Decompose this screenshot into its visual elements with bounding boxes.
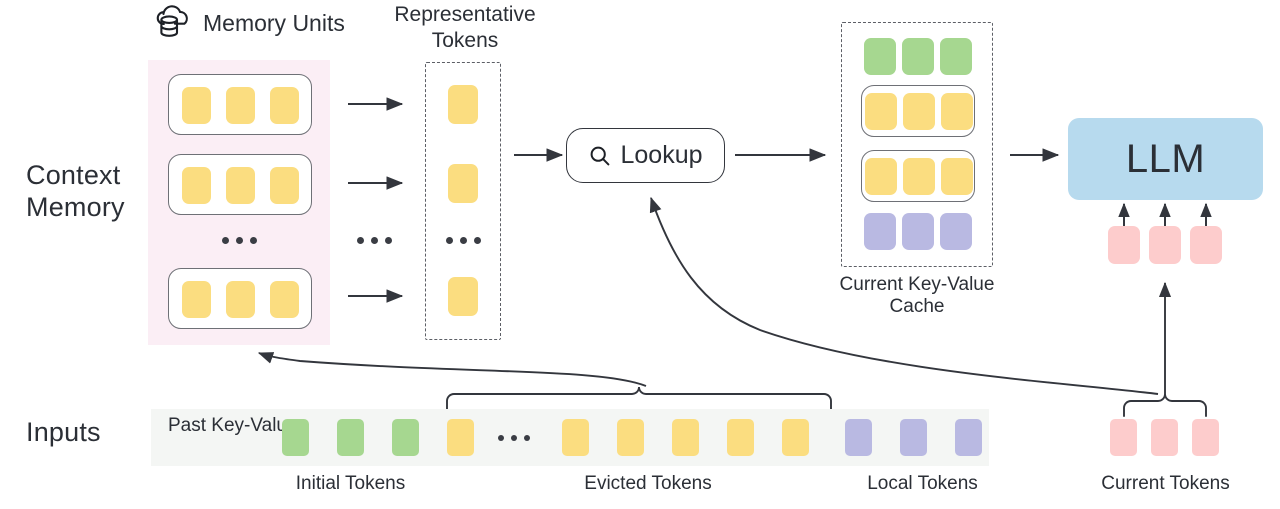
context-memory-row-label: Context Memory xyxy=(26,160,125,222)
llm-label: LLM xyxy=(1125,136,1206,181)
memory-token xyxy=(270,87,299,124)
current-kv-cache-container xyxy=(841,22,993,267)
caption-initial-tokens: Initial Tokens xyxy=(295,473,406,494)
cache-token-retrieved xyxy=(865,93,897,130)
representative-token xyxy=(448,164,478,203)
lookup-button[interactable]: Lookup xyxy=(566,128,725,183)
input-token-evicted xyxy=(562,419,589,456)
memory-unit[interactable] xyxy=(168,74,312,135)
input-token-local xyxy=(900,419,927,456)
representative-tokens-ellipsis xyxy=(446,237,481,244)
memory-units-label: Memory Units xyxy=(203,10,345,37)
cloud-database-icon xyxy=(152,4,194,44)
memory-arrow-column-ellipsis xyxy=(357,237,392,244)
input-token-local xyxy=(955,419,982,456)
cache-token-retrieved xyxy=(941,158,973,195)
evicted-to-context-memory-curve xyxy=(257,352,647,387)
memory-units-header: Memory Units xyxy=(152,4,345,44)
input-token-current xyxy=(1110,419,1137,456)
inputs-row-label: Inputs xyxy=(26,417,101,447)
memory-unit[interactable] xyxy=(168,154,312,215)
input-token-initial xyxy=(282,419,309,456)
caption-evicted-tokens: Evicted Tokens xyxy=(584,473,712,494)
input-token-evicted xyxy=(782,419,809,456)
memory-token xyxy=(182,167,211,204)
cache-token-retrieved xyxy=(903,158,935,195)
cache-retrieved-unit[interactable] xyxy=(861,85,975,137)
input-token-evicted xyxy=(672,419,699,456)
memory-to-representative-arrows xyxy=(348,97,404,303)
representative-token xyxy=(448,277,478,316)
memory-token xyxy=(270,281,299,318)
llm-input-token xyxy=(1108,226,1140,264)
llm-input-token xyxy=(1149,226,1181,264)
input-token-current xyxy=(1151,419,1178,456)
input-token-evicted xyxy=(727,419,754,456)
cache-token-local xyxy=(864,213,896,250)
current-tokens-bracket xyxy=(1123,393,1207,417)
memory-units-ellipsis xyxy=(222,237,257,244)
memory-token xyxy=(226,281,255,318)
input-token-initial xyxy=(392,419,419,456)
magnifier-icon xyxy=(588,144,612,168)
cache-token-initial xyxy=(902,38,934,75)
caption-local-tokens: Local Tokens xyxy=(867,473,978,494)
lookup-label: Lookup xyxy=(620,141,703,169)
caption-current-tokens: Current Tokens xyxy=(1101,473,1230,494)
cache-token-initial xyxy=(940,38,972,75)
evicted-tokens-ellipsis xyxy=(498,435,530,441)
input-token-local xyxy=(845,419,872,456)
input-token-current xyxy=(1192,419,1219,456)
memory-unit[interactable] xyxy=(168,268,312,329)
cache-token-initial xyxy=(864,38,896,75)
cache-token-local xyxy=(902,213,934,250)
input-token-evicted xyxy=(617,419,644,456)
representative-token xyxy=(448,85,478,124)
cache-token-retrieved xyxy=(903,93,935,130)
cache-token-retrieved xyxy=(865,158,897,195)
representative-tokens-container xyxy=(425,62,501,340)
memory-token xyxy=(226,87,255,124)
past-key-value-label: Past Key-Value xyxy=(168,415,298,436)
evicted-tokens-bracket xyxy=(446,386,832,410)
input-token-initial xyxy=(337,419,364,456)
cache-retrieved-unit[interactable] xyxy=(861,150,975,202)
llm-block[interactable]: LLM xyxy=(1068,118,1263,200)
cache-token-local xyxy=(940,213,972,250)
memory-token xyxy=(270,167,299,204)
cache-token-retrieved xyxy=(941,93,973,130)
llm-input-arrows xyxy=(1118,202,1212,226)
representative-tokens-label: Representative Tokens xyxy=(394,3,536,52)
current-kv-cache-label: Current Key-Value Cache xyxy=(839,274,995,318)
memory-token xyxy=(182,281,211,318)
input-token-evicted xyxy=(447,419,474,456)
memory-token xyxy=(182,87,211,124)
llm-input-token xyxy=(1190,226,1222,264)
memory-token xyxy=(226,167,255,204)
